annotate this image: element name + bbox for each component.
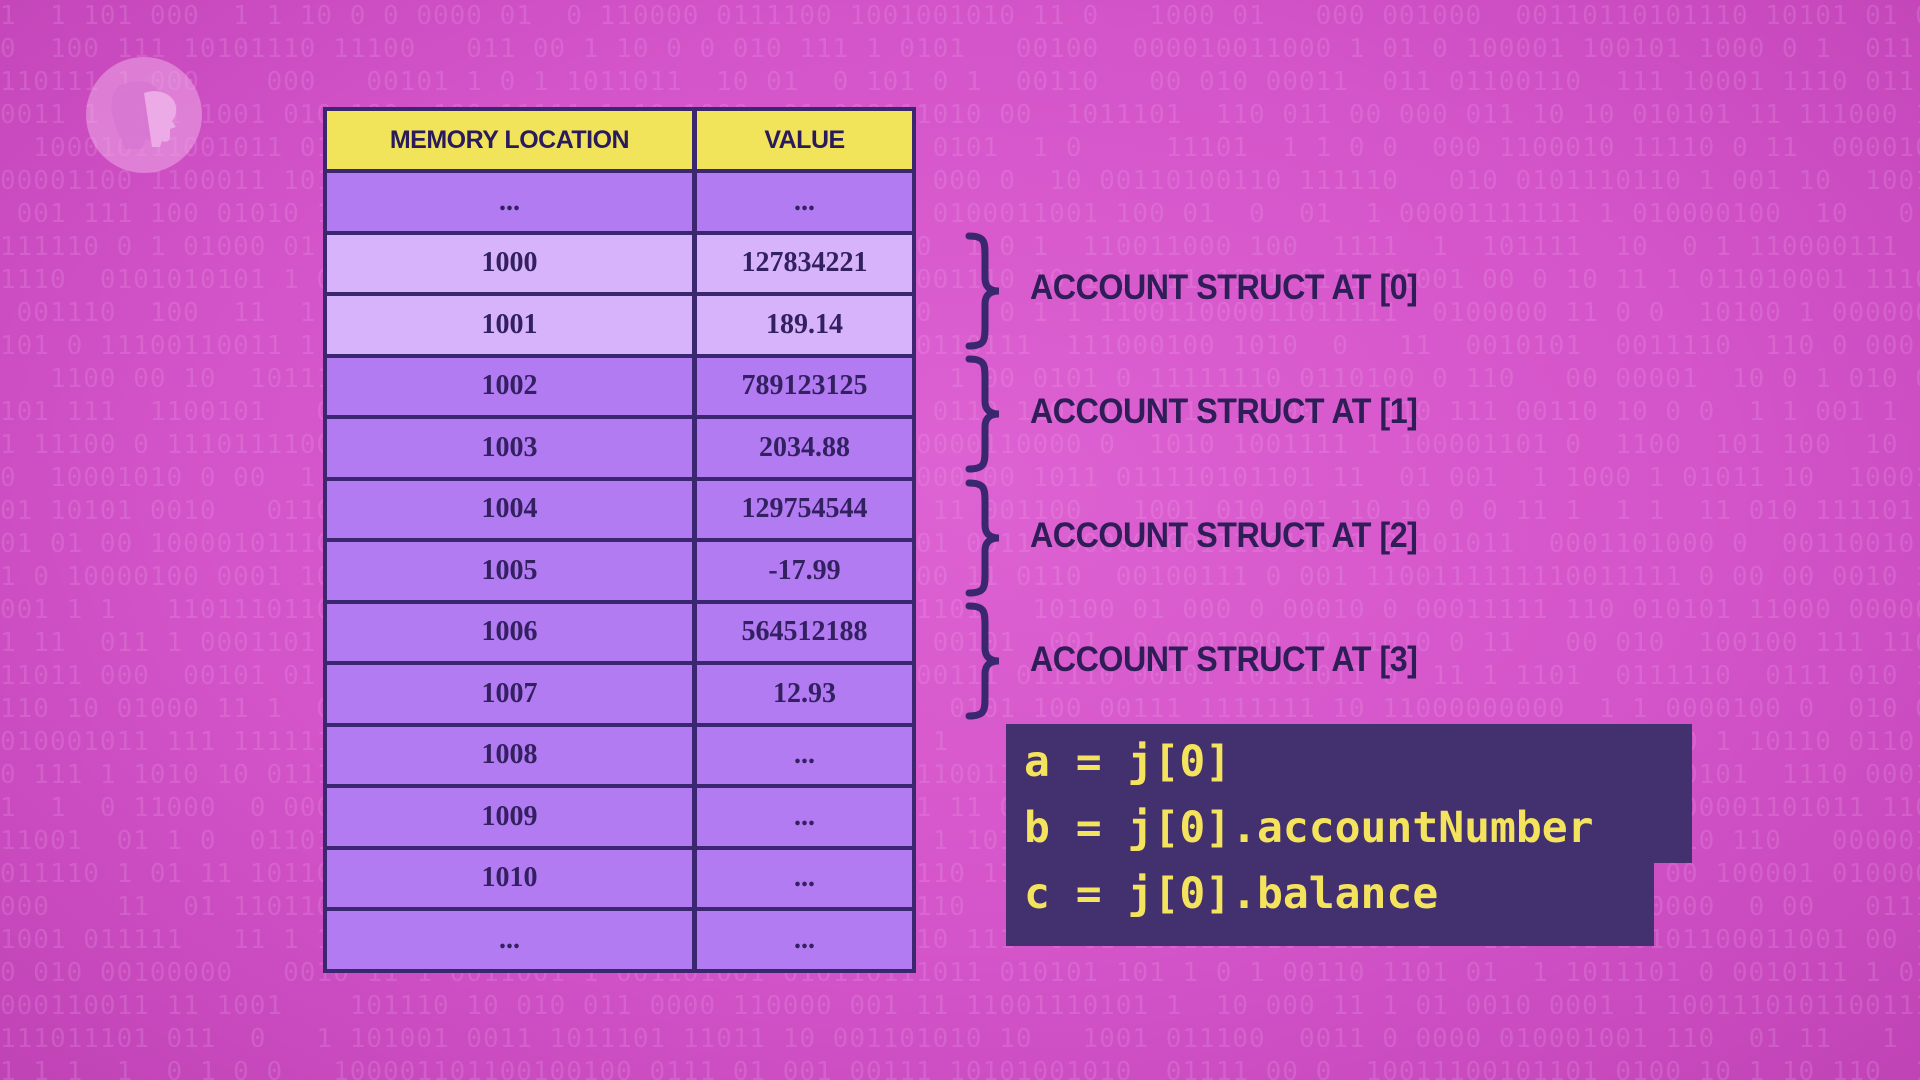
- code-background: [1006, 863, 1654, 946]
- table-row: 1000 127834221: [327, 230, 912, 292]
- header-value: VALUE: [697, 111, 912, 169]
- code-line-c: c = j[0].balance: [1024, 869, 1439, 919]
- location-cell: 1007: [327, 665, 697, 723]
- value-cell: 2034.88: [697, 419, 912, 477]
- table-row: 1007 12.93: [327, 661, 912, 723]
- table-row: 1009 ...: [327, 784, 912, 846]
- value-cell: 789123125: [697, 357, 912, 415]
- value-cell: ...: [697, 173, 912, 231]
- location-cell: 1002: [327, 357, 697, 415]
- table-row: 1005 -17.99: [327, 538, 912, 600]
- struct-label-1: ACCOUNT STRUCT AT [1]: [1030, 392, 1418, 431]
- location-cell: 1000: [327, 234, 697, 292]
- pbs-logo-icon: [86, 57, 202, 173]
- code-line-b: b = j[0].accountNumber: [1024, 803, 1594, 853]
- value-cell: ...: [697, 849, 912, 907]
- value-cell: 189.14: [697, 296, 912, 354]
- location-cell: 1006: [327, 603, 697, 661]
- table-row: ... ...: [327, 169, 912, 231]
- struct-label-3: ACCOUNT STRUCT AT [3]: [1030, 640, 1418, 679]
- table-row: 1001 189.14: [327, 292, 912, 354]
- value-cell: 12.93: [697, 665, 912, 723]
- location-cell: ...: [327, 173, 697, 231]
- header-memory-location: MEMORY LOCATION: [327, 111, 697, 169]
- memory-table: MEMORY LOCATION VALUE ... ... 1000 12783…: [323, 107, 916, 973]
- code-background: [1006, 724, 1692, 863]
- struct-label-2: ACCOUNT STRUCT AT [2]: [1030, 516, 1418, 555]
- code-line-a: a = j[0]: [1024, 737, 1232, 787]
- location-cell: ...: [327, 911, 697, 969]
- location-cell: 1001: [327, 296, 697, 354]
- location-cell: 1008: [327, 726, 697, 784]
- value-cell: 564512188: [697, 603, 912, 661]
- table-row: 1004 129754544: [327, 476, 912, 538]
- curly-brace-icon: [963, 232, 1005, 350]
- curly-brace-icon: [963, 479, 1005, 597]
- value-cell: -17.99: [697, 542, 912, 600]
- value-cell: 129754544: [697, 480, 912, 538]
- location-cell: 1009: [327, 788, 697, 846]
- table-row: 1006 564512188: [327, 599, 912, 661]
- table-row: 1010 ...: [327, 845, 912, 907]
- table-row: ... ...: [327, 907, 912, 969]
- code-block: a = j[0] b = j[0].accountNumber c = j[0]…: [1006, 724, 1692, 946]
- value-cell: ...: [697, 726, 912, 784]
- struct-label-0: ACCOUNT STRUCT AT [0]: [1030, 268, 1418, 307]
- location-cell: 1005: [327, 542, 697, 600]
- table-row: 1008 ...: [327, 722, 912, 784]
- table-header-row: MEMORY LOCATION VALUE: [327, 111, 912, 169]
- location-cell: 1010: [327, 849, 697, 907]
- value-cell: ...: [697, 911, 912, 969]
- table-row: 1003 2034.88: [327, 415, 912, 477]
- curly-brace-icon: [963, 602, 1005, 720]
- value-cell: 127834221: [697, 234, 912, 292]
- value-cell: ...: [697, 788, 912, 846]
- location-cell: 1004: [327, 480, 697, 538]
- table-row: 1002 789123125: [327, 353, 912, 415]
- location-cell: 1003: [327, 419, 697, 477]
- curly-brace-icon: [963, 355, 1005, 473]
